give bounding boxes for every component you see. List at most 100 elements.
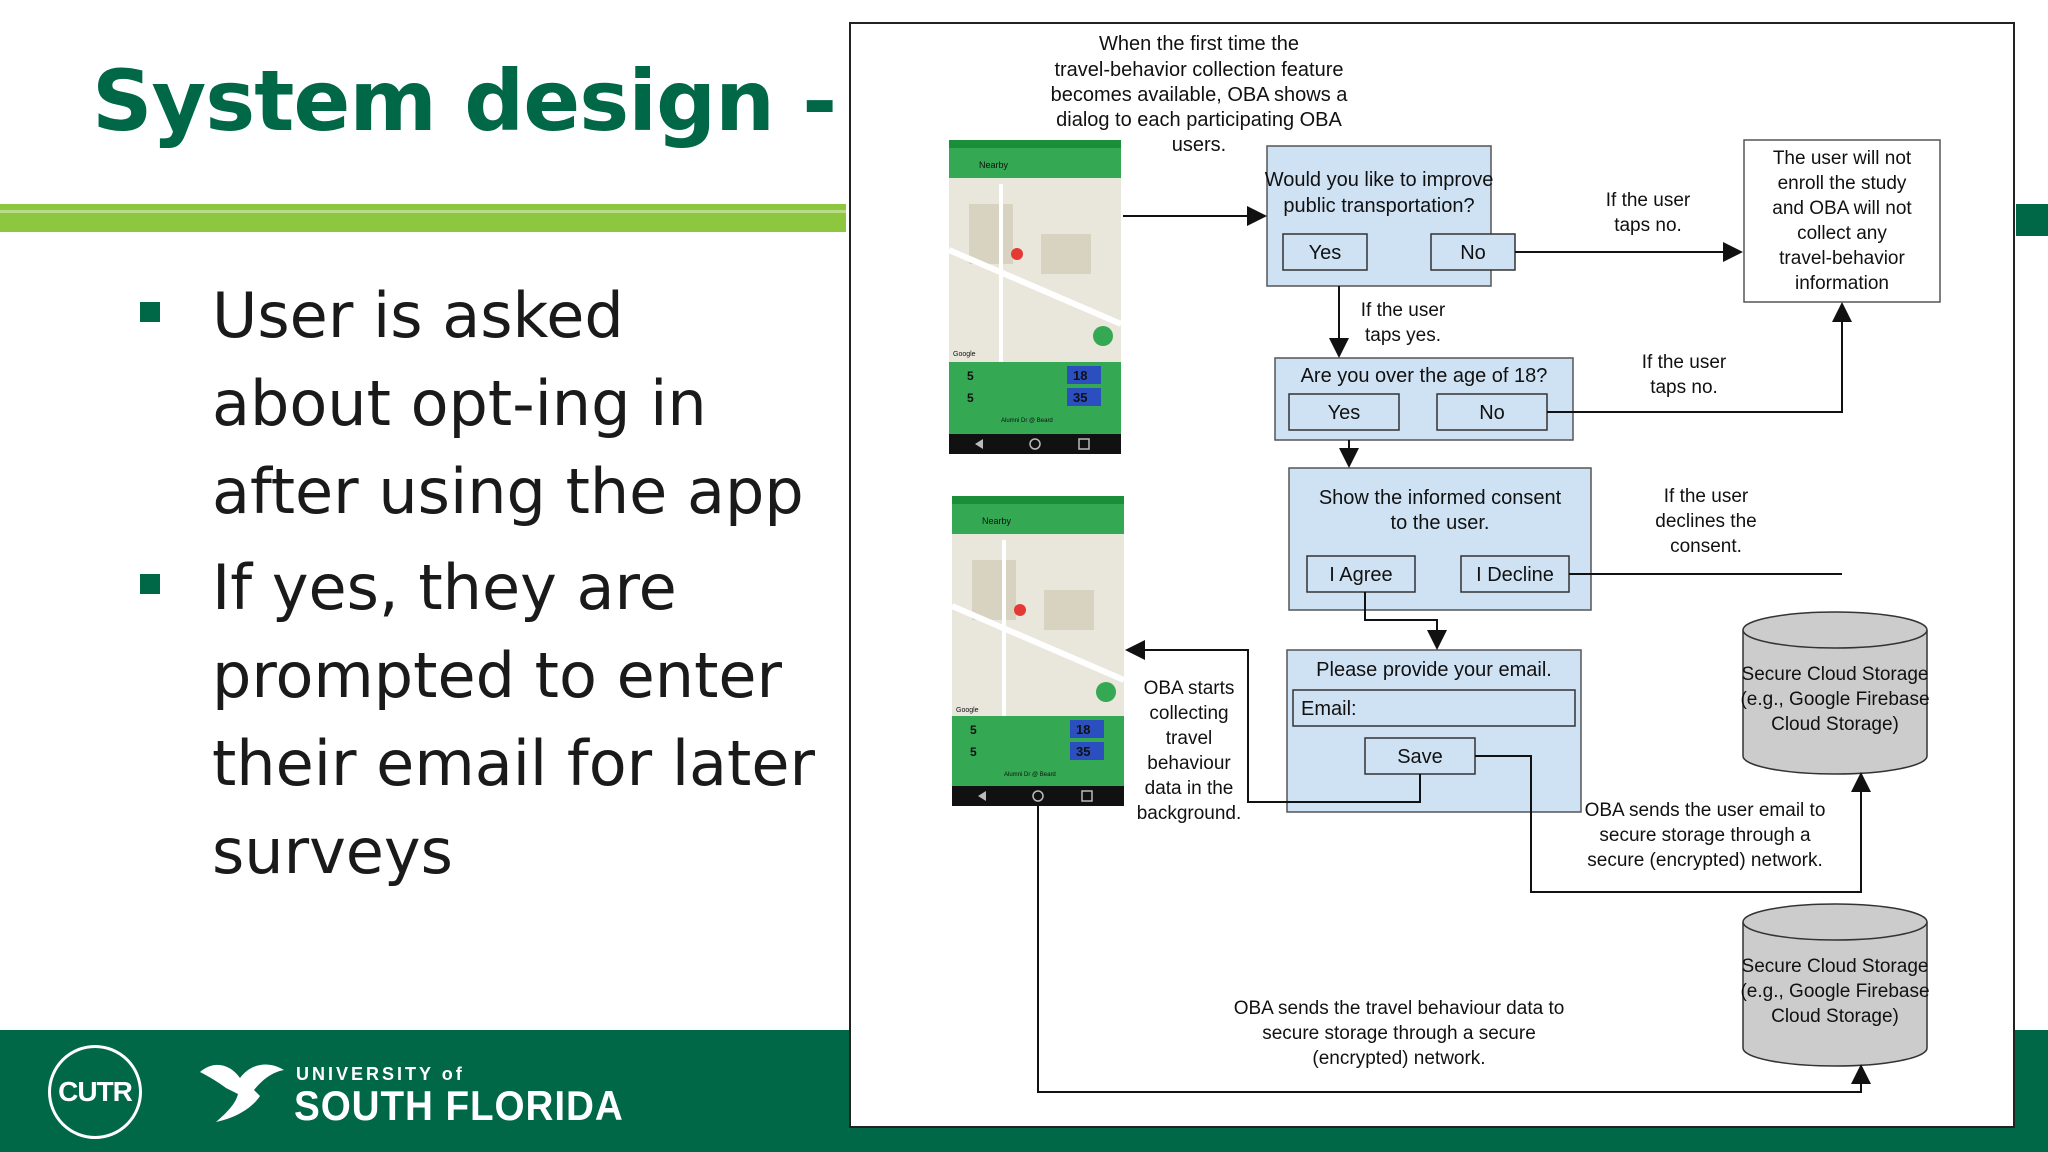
bullet-item: User is asked about opt-ing in after usi… (138, 272, 818, 536)
no-enroll-box: The user will not enroll the study and O… (1743, 139, 1941, 303)
svg-text:Would you like to improve: Would you like to improve (1265, 169, 1494, 191)
svg-text:Secure Cloud Storage: Secure Cloud Storage (1742, 956, 1929, 977)
note-taps-no-1: If the user taps no. (1606, 190, 1691, 236)
cloud-storage-cylinder-1: Secure Cloud Storage (e.g., Google Fireb… (1740, 611, 1930, 775)
note-collecting: OBA starts collecting travel behaviour d… (1137, 678, 1242, 824)
svg-text:Save: Save (1397, 746, 1443, 768)
svg-text:Alumni Dr @ Beard: Alumni Dr @ Beard (1001, 418, 1053, 424)
note-data-storage: OBA sends the travel behaviour data to s… (1234, 998, 1565, 1069)
svg-text:Email:: Email: (1301, 698, 1357, 720)
svg-text:data in the: data in the (1145, 778, 1234, 799)
svg-text:If the user: If the user (1606, 190, 1691, 211)
flow-diagram: When the first time the travel-behavior … (849, 22, 2015, 1128)
accent-stripe-right (2016, 204, 2048, 236)
svg-text:Cloud Storage): Cloud Storage) (1771, 714, 1899, 735)
svg-text:Nearby: Nearby (982, 516, 1012, 526)
svg-text:information: information (1795, 273, 1889, 294)
note-taps-yes: If the user taps yes. (1361, 300, 1446, 346)
svg-text:OBA sends the travel behaviour: OBA sends the travel behaviour data to (1234, 998, 1565, 1019)
university-name: SOUTH FLORIDA (294, 1082, 624, 1129)
phone-screenshot-2: Nearby Google 5 18 5 35 Alumni Dr @ Bear… (950, 496, 1126, 806)
email-field[interactable] (1292, 689, 1576, 727)
svg-text:The user will not: The user will not (1773, 148, 1912, 169)
svg-text:behaviour: behaviour (1147, 753, 1231, 774)
svg-text:Google: Google (956, 707, 979, 714)
flow-connectors (1037, 206, 1871, 1093)
svg-text:I Agree: I Agree (1329, 564, 1392, 586)
university-prefix: UNIVERSITY of (296, 1064, 465, 1084)
svg-text:5: 5 (970, 723, 977, 737)
svg-text:Secure Cloud Storage: Secure Cloud Storage (1742, 664, 1929, 685)
locate-fab-icon (1093, 326, 1113, 346)
svg-text:If the user: If the user (1664, 486, 1749, 507)
svg-text:35: 35 (1076, 744, 1090, 759)
svg-text:35: 35 (1073, 390, 1087, 405)
svg-text:(e.g., Google Firebase: (e.g., Google Firebase (1740, 981, 1929, 1002)
svg-text:Yes: Yes (1309, 242, 1342, 264)
svg-text:(encrypted) network.: (encrypted) network. (1312, 1048, 1485, 1069)
svg-text:5: 5 (967, 391, 974, 405)
svg-text:Are you over the age of 18?: Are you over the age of 18? (1301, 365, 1548, 387)
svg-text:taps no.: taps no. (1650, 377, 1718, 398)
svg-text:When the first time the: When the first time the (1099, 33, 1299, 55)
svg-text:secure storage through a: secure storage through a (1599, 825, 1811, 846)
svg-text:public transportation?: public transportation? (1283, 195, 1474, 217)
flow-diagram-canvas: When the first time the travel-behavior … (947, 33, 1941, 1093)
bullet-item: If yes, they are prompted to enter their… (138, 544, 818, 896)
svg-text:secure storage through a secur: secure storage through a secure (1262, 1023, 1536, 1044)
svg-text:secure (encrypted) network.: secure (encrypted) network. (1587, 850, 1823, 871)
intro-note: When the first time the travel-behavior … (1051, 33, 1349, 156)
svg-text:dialog to each participating O: dialog to each participating OBA (1056, 109, 1342, 131)
svg-text:Show the informed consent: Show the informed consent (1319, 487, 1562, 509)
svg-text:Alumni Dr @ Beard: Alumni Dr @ Beard (1004, 772, 1056, 778)
locate-fab-icon (1096, 682, 1116, 702)
svg-text:Yes: Yes (1328, 402, 1361, 424)
accent-stripe (0, 204, 846, 232)
yes-button[interactable] (1282, 233, 1368, 271)
note-taps-no-2: If the user taps no. (1642, 352, 1727, 398)
svg-text:No: No (1479, 402, 1505, 424)
cloud-storage-cylinder-2: Secure Cloud Storage (e.g., Google Fireb… (1740, 903, 1930, 1067)
svg-text:travel: travel (1166, 728, 1212, 749)
svg-text:No: No (1460, 242, 1486, 264)
slide-title: System design - UI (92, 52, 963, 150)
svg-text:becomes available, OBA shows a: becomes available, OBA shows a (1051, 84, 1349, 106)
svg-text:taps yes.: taps yes. (1365, 325, 1441, 346)
bullet-text: User is asked about opt-ing in after usi… (212, 279, 804, 528)
svg-text:5: 5 (970, 745, 977, 759)
dialog-consent: Show the informed consent to the user. I… (1288, 467, 1592, 611)
svg-text:If the user: If the user (1361, 300, 1446, 321)
svg-text:to the user.: to the user. (1391, 512, 1490, 534)
note-declines: If the user declines the consent. (1655, 486, 1756, 557)
cutr-logo: CUTR (48, 1045, 142, 1139)
bullet-text: If yes, they are prompted to enter their… (212, 551, 815, 888)
svg-text:background.: background. (1137, 803, 1242, 824)
note-email-storage: OBA sends the user email to secure stora… (1585, 800, 1826, 871)
svg-text:18: 18 (1073, 368, 1087, 383)
map-pin-icon (1011, 248, 1023, 260)
svg-text:5: 5 (967, 369, 974, 383)
yes-button[interactable] (1288, 393, 1400, 431)
bullet-list: User is asked about opt-ing in after usi… (138, 272, 818, 904)
accent-stripe-thin (0, 210, 846, 213)
svg-text:OBA sends the user email to: OBA sends the user email to (1585, 800, 1826, 821)
svg-text:and OBA will not: and OBA will not (1772, 198, 1912, 219)
svg-text:collect any: collect any (1797, 223, 1887, 244)
svg-text:Cloud Storage): Cloud Storage) (1771, 1006, 1899, 1027)
svg-text:collecting: collecting (1149, 703, 1228, 724)
svg-text:declines the: declines the (1655, 511, 1756, 532)
bullet-square-icon (140, 574, 160, 594)
svg-text:travel-behavior collection fea: travel-behavior collection feature (1054, 59, 1343, 81)
dialog-email: Please provide your email. Email: Save (1286, 649, 1582, 813)
dialog-improve-transport: Would you like to improve public transpo… (1265, 145, 1516, 287)
bullet-square-icon (140, 302, 160, 322)
svg-text:Nearby: Nearby (979, 160, 1009, 170)
svg-text:travel-behavior: travel-behavior (1779, 248, 1905, 269)
usf-bull-logo-icon (200, 1064, 284, 1122)
agree-button[interactable] (1306, 555, 1416, 593)
svg-text:enroll the study: enroll the study (1778, 173, 1907, 194)
map-pin-icon (1014, 604, 1026, 616)
dialog-age: Are you over the age of 18? Yes No (1274, 357, 1574, 441)
svg-text:18: 18 (1076, 722, 1090, 737)
svg-text:(e.g., Google Firebase: (e.g., Google Firebase (1740, 689, 1929, 710)
